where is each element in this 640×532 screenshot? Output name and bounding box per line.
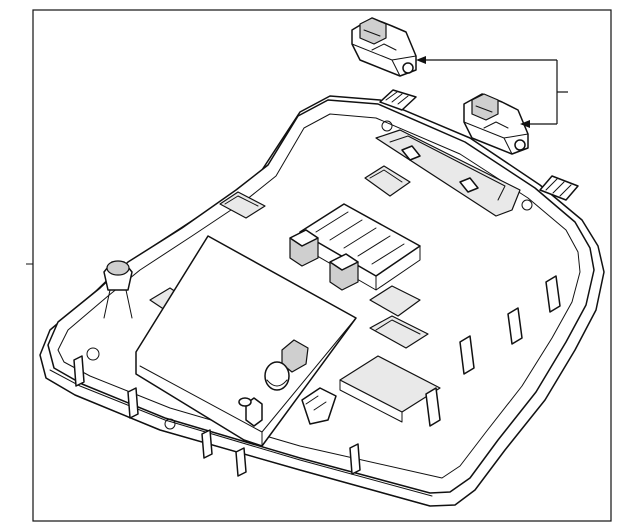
left-knob-legs: [103, 289, 133, 319]
housing-rim-line: [57, 113, 581, 479]
channel-socket-2: [459, 177, 479, 193]
arrow-head-lower: [520, 120, 530, 128]
housing-lower-edge-inner: [49, 369, 433, 497]
edge-clip-6: [425, 387, 441, 427]
upper-module-plug: [359, 17, 387, 45]
lower-module-edges: [463, 105, 529, 155]
left-screw-hole: [86, 347, 100, 361]
edge-clip-3: [201, 429, 213, 459]
top-opening-upper: [364, 165, 411, 197]
rear-screw-boss: [381, 120, 393, 132]
edge-clip-9: [545, 275, 561, 313]
overhead-console-housing: [39, 89, 605, 507]
edge-clip-2: [127, 387, 139, 419]
cover-latch: [301, 387, 337, 425]
switch-block-1-top: [289, 229, 319, 247]
rear-tab-right-ribs: [545, 178, 572, 197]
lower-right-tray: [339, 355, 441, 413]
lower-module-mount-hole: [514, 139, 526, 151]
edge-clip-7: [459, 335, 475, 375]
upper-module-edges: [351, 29, 417, 77]
channel-socket-1: [401, 145, 421, 161]
front-screw-hole: [164, 418, 176, 430]
cover-latch-ribs: [305, 395, 327, 411]
platform-grooves: [315, 211, 405, 265]
switch-block-2-top: [329, 253, 359, 271]
top-opening-left-edge: [224, 195, 259, 207]
edge-clip-8: [507, 307, 523, 345]
rear-tab-left: [379, 89, 417, 111]
upper-connector-module: [351, 17, 417, 77]
edge-clip-5: [349, 443, 361, 475]
cover-plate-edges: [135, 317, 357, 447]
upper-module-mount-hole: [402, 62, 414, 74]
housing-lower-edge: [45, 377, 431, 507]
rear-channel-edge: [389, 135, 506, 201]
right-opening-upper: [369, 285, 421, 317]
lower-module-detail: [483, 121, 509, 129]
diagram-frame: [32, 9, 612, 522]
callout-leader: [416, 56, 568, 128]
access-panel-cover: [135, 235, 357, 447]
right-opening-lower: [369, 315, 429, 349]
left-knob-cap: [106, 260, 130, 276]
right-opening-lower-edge: [375, 319, 421, 335]
upper-module-detail: [371, 43, 397, 51]
top-opening-left: [219, 191, 266, 219]
arrow-head-upper: [416, 56, 426, 64]
edge-clip-4: [235, 447, 247, 477]
channel-screw-boss: [521, 199, 533, 211]
lower-right-tray-side: [339, 379, 403, 423]
top-opening-upper-edge: [369, 169, 403, 183]
rear-tab-right: [539, 175, 579, 201]
rear-tab-left-ribs: [385, 91, 409, 105]
edge-clip-1: [73, 355, 85, 387]
lower-connector-module: [463, 93, 529, 155]
cover-round-button: [264, 361, 290, 391]
cover-switch-knob: [238, 397, 252, 407]
lower-module-plug: [471, 93, 499, 121]
cover-round-button-shade: [266, 379, 288, 387]
